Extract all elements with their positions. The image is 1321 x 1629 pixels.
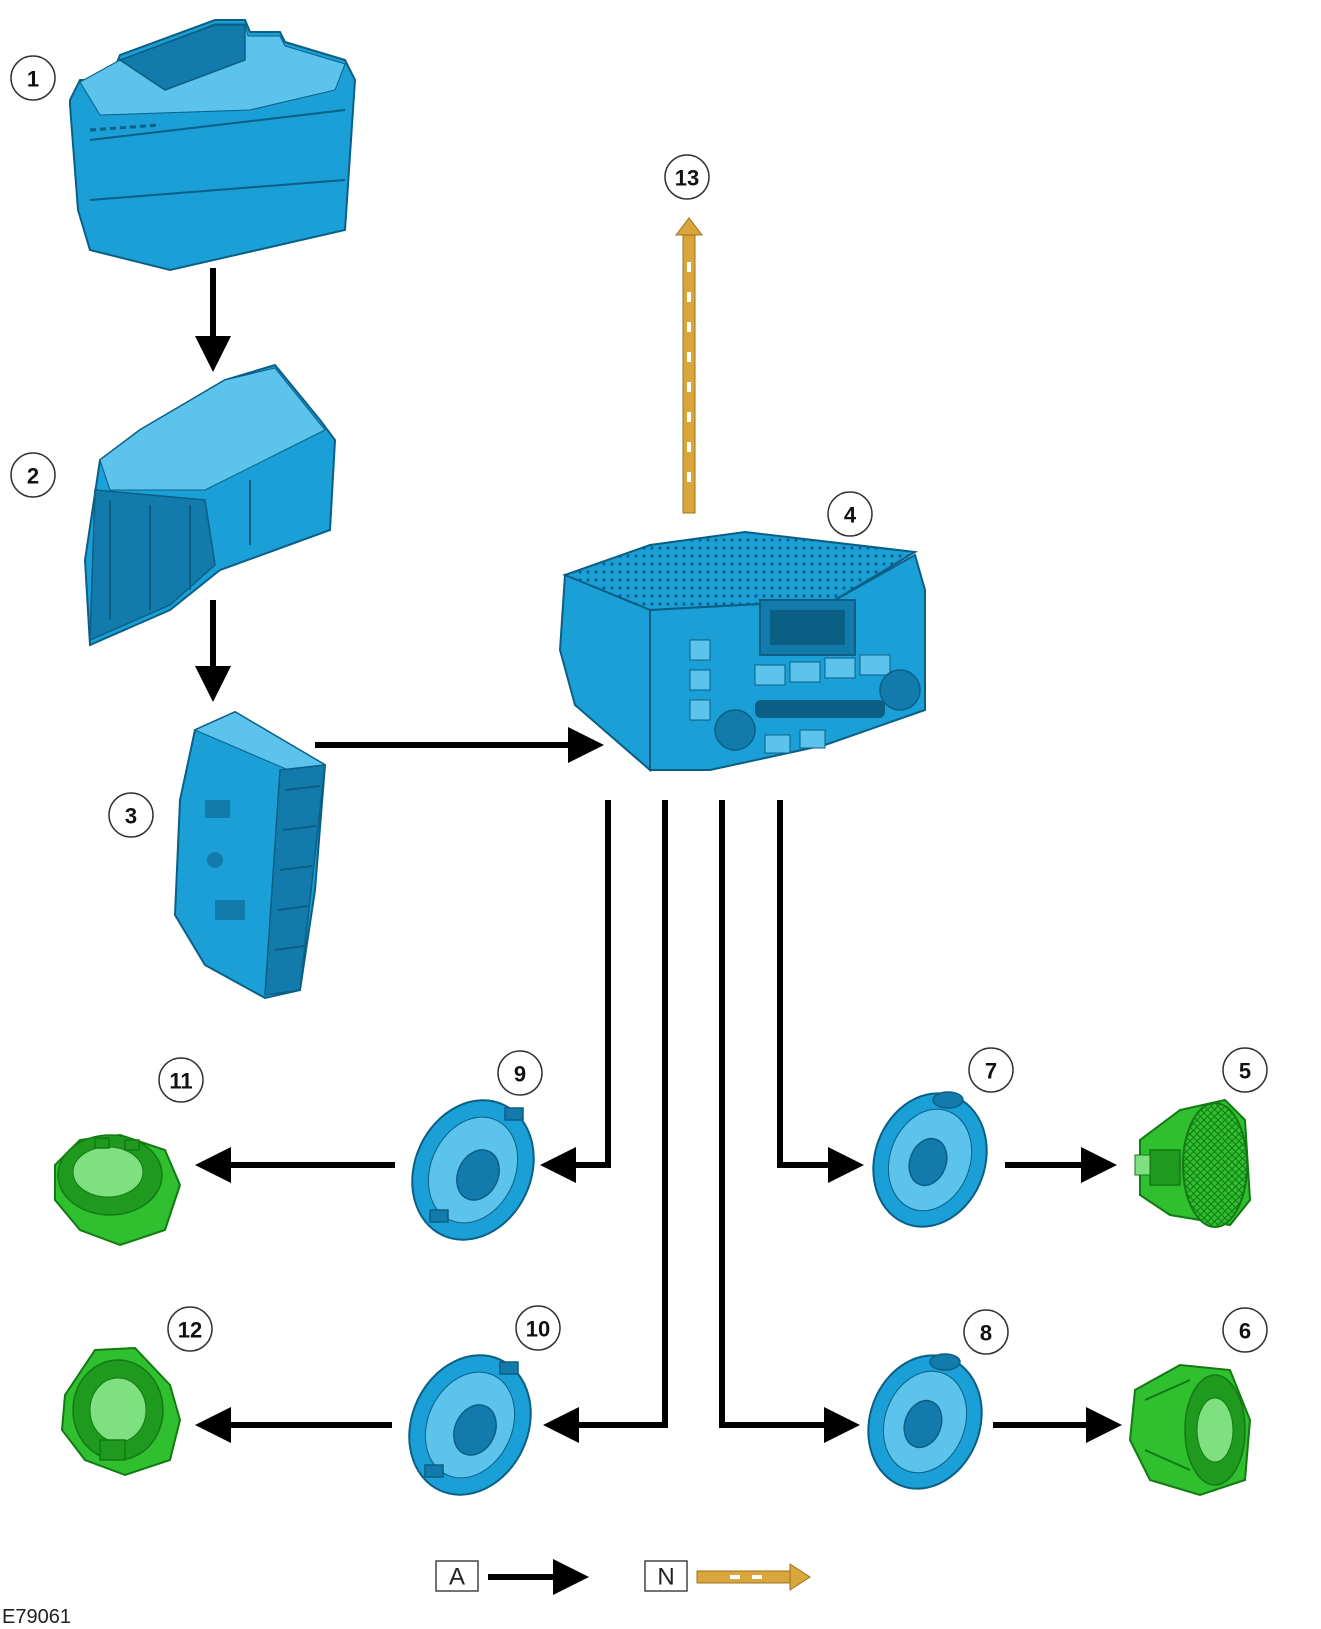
legend-hardwired: A <box>435 1559 589 1595</box>
speaker-10-component <box>408 1354 532 1496</box>
svg-text:9: 9 <box>514 1062 526 1087</box>
speaker-11-component <box>54 1133 182 1247</box>
callout-4: 4 <box>827 491 873 537</box>
callout-7: 7 <box>968 1047 1014 1093</box>
callout-6: 6 <box>1222 1307 1268 1353</box>
speaker-8-component <box>867 1353 983 1490</box>
callout-3: 3 <box>108 792 154 838</box>
callout-1: 1 <box>10 55 56 101</box>
svg-text:3: 3 <box>125 804 137 829</box>
audio-unit-component <box>558 530 926 773</box>
callout-13: 13 <box>664 154 710 200</box>
figure-id: E79061 <box>2 1606 71 1628</box>
speaker-6-component <box>1128 1363 1252 1497</box>
speaker-12-component <box>60 1346 182 1477</box>
svg-text:A: A <box>449 1564 465 1591</box>
speaker-7-component <box>872 1091 988 1228</box>
hardwired-connections <box>195 268 1122 1443</box>
svg-text:6: 6 <box>1239 1319 1251 1344</box>
callout-5: 5 <box>1222 1047 1268 1093</box>
callout-10: 10 <box>515 1305 561 1351</box>
control-module-component <box>173 710 327 1000</box>
callout-9: 9 <box>497 1050 543 1096</box>
svg-text:8: 8 <box>980 1321 992 1346</box>
svg-text:13: 13 <box>675 166 699 191</box>
svg-text:5: 5 <box>1239 1059 1251 1084</box>
svg-text:11: 11 <box>169 1069 192 1094</box>
network-connection-13 <box>674 217 704 514</box>
callout-12: 12 <box>167 1306 213 1352</box>
svg-text:7: 7 <box>985 1059 997 1084</box>
svg-text:12: 12 <box>178 1318 202 1343</box>
svg-text:4: 4 <box>844 503 857 528</box>
svg-text:2: 2 <box>27 464 39 489</box>
speaker-9-component <box>411 1099 535 1241</box>
callout-2: 2 <box>10 452 56 498</box>
svg-text:10: 10 <box>526 1317 550 1342</box>
svg-text:1: 1 <box>27 67 39 92</box>
callout-11: 11 <box>158 1057 204 1103</box>
legend-network: N <box>644 1560 811 1592</box>
speaker-5-component <box>1134 1098 1252 1228</box>
fuse-box-component <box>83 363 337 647</box>
callout-8: 8 <box>963 1309 1009 1355</box>
battery-component <box>69 19 357 272</box>
svg-text:N: N <box>657 1564 674 1591</box>
